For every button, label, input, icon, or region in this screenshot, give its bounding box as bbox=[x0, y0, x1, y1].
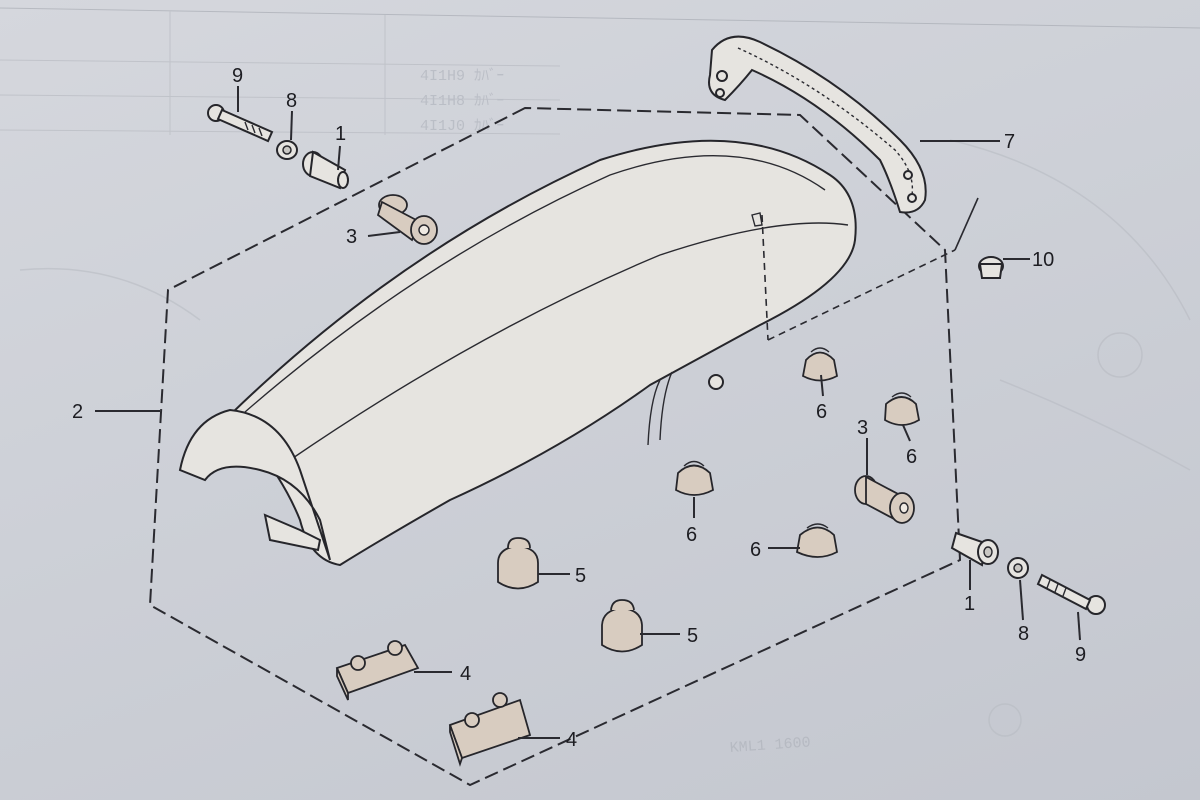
callout-9-left: 9 bbox=[232, 65, 243, 87]
ghost-figure-code: KML1 1600 bbox=[729, 734, 811, 757]
callout-1-left: 1 bbox=[335, 123, 346, 145]
washer-part-8-left bbox=[276, 140, 298, 160]
cushion-part-6-c bbox=[675, 460, 715, 496]
collar-part-1-left bbox=[302, 150, 349, 190]
callout-6-b: 6 bbox=[906, 446, 917, 468]
ghost-table-row-2: 4I1H8 ｶﾊﾞｰ bbox=[420, 92, 504, 110]
ghost-table-row-3: 4I1J0 ｶﾊﾞｰ bbox=[420, 117, 504, 135]
callout-1-right: 1 bbox=[964, 593, 975, 615]
cushion-part-6-a bbox=[801, 347, 839, 382]
callout-5-b: 5 bbox=[687, 625, 698, 647]
callout-8-right: 8 bbox=[1018, 623, 1029, 645]
callout-labels: 9 8 1 3 2 7 10 6 6 6 6 3 5 5 4 4 1 8 9 bbox=[72, 65, 1086, 751]
cushion-part-5-a bbox=[497, 537, 539, 590]
callout-2: 2 bbox=[72, 401, 83, 423]
callout-8-left: 8 bbox=[286, 90, 297, 112]
grommet-part-3-right bbox=[854, 475, 915, 524]
cushion-part-6-d bbox=[795, 523, 839, 558]
bolt-part-9-right bbox=[1036, 573, 1106, 615]
callout-5-a: 5 bbox=[575, 565, 586, 587]
cushion-block-part-4-a bbox=[335, 640, 420, 701]
cushion-part-5-b bbox=[601, 599, 643, 653]
washer-part-8-right bbox=[1007, 557, 1029, 579]
grab-rail-part-7 bbox=[708, 35, 927, 214]
callout-6-c: 6 bbox=[686, 524, 697, 546]
callout-3-left: 3 bbox=[346, 226, 357, 248]
ghost-table-row-1: 4I1H9 ｶﾊﾞｰ bbox=[420, 67, 504, 85]
callout-10: 10 bbox=[1032, 249, 1054, 271]
assembly-group-outline bbox=[148, 106, 962, 787]
callout-6-d: 6 bbox=[750, 539, 761, 561]
callout-4-b: 4 bbox=[566, 729, 577, 751]
callout-6-a: 6 bbox=[816, 401, 827, 423]
cushion-block-part-4-b bbox=[448, 692, 532, 767]
cushion-part-6-b bbox=[884, 392, 921, 426]
leader-lines bbox=[95, 86, 1081, 739]
callout-4-a: 4 bbox=[460, 663, 471, 685]
callout-3-right: 3 bbox=[857, 417, 868, 439]
nut-part-10 bbox=[978, 256, 1004, 279]
seat-part-2 bbox=[178, 139, 979, 567]
grommet-part-3-left bbox=[376, 194, 438, 245]
collar-part-1-right bbox=[950, 531, 999, 567]
callout-9-right: 9 bbox=[1075, 644, 1086, 666]
callout-7: 7 bbox=[1004, 131, 1015, 153]
bolt-part-9-left bbox=[207, 104, 274, 143]
